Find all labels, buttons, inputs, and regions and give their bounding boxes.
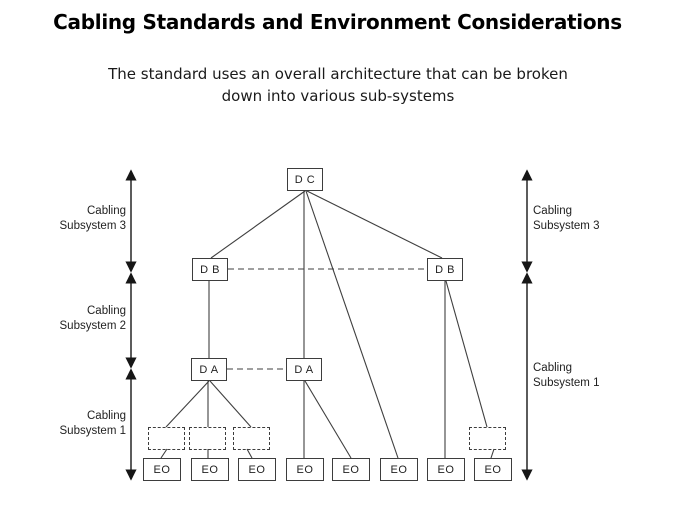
- node-db-right: D B: [427, 258, 463, 281]
- dashed-outlet-box-3: [233, 427, 270, 450]
- node-eo-6: EO: [380, 458, 418, 481]
- node-eo-1: EO: [143, 458, 181, 481]
- dashed-outlet-box-4: [469, 427, 506, 450]
- slide-subtitle: The standard uses an overall architectur…: [108, 65, 568, 105]
- node-db-left: D B: [192, 258, 228, 281]
- node-da-middle: D A: [286, 358, 322, 381]
- label-left-cabling-subsystem-3: Cabling Subsystem 3: [59, 205, 126, 232]
- slide-title: Cabling Standards and Environment Consid…: [53, 10, 622, 34]
- node-eo-4: EO: [286, 458, 324, 481]
- node-eo-7: EO: [427, 458, 465, 481]
- label-left-cabling-subsystem-2: Cabling Subsystem 2: [59, 305, 126, 332]
- connector-lines: [160, 190, 495, 459]
- node-eo-8: EO: [474, 458, 512, 481]
- node-eo-5: EO: [332, 458, 370, 481]
- label-right-cabling-subsystem-3: Cabling Subsystem 3: [533, 205, 600, 232]
- interconnect-dashed-lines: [227, 268, 427, 370]
- dashed-outlet-box-2: [189, 427, 226, 450]
- node-da-left: D A: [191, 358, 227, 381]
- node-eo-2: EO: [191, 458, 229, 481]
- node-eo-3: EO: [238, 458, 276, 481]
- subsystem-extent-arrows: [125, 169, 533, 481]
- label-left-cabling-subsystem-1: Cabling Subsystem 1: [59, 410, 126, 437]
- label-right-cabling-subsystem-1: Cabling Subsystem 1: [533, 362, 600, 389]
- node-dc: D C: [287, 168, 323, 191]
- dashed-outlet-box-1: [148, 427, 185, 450]
